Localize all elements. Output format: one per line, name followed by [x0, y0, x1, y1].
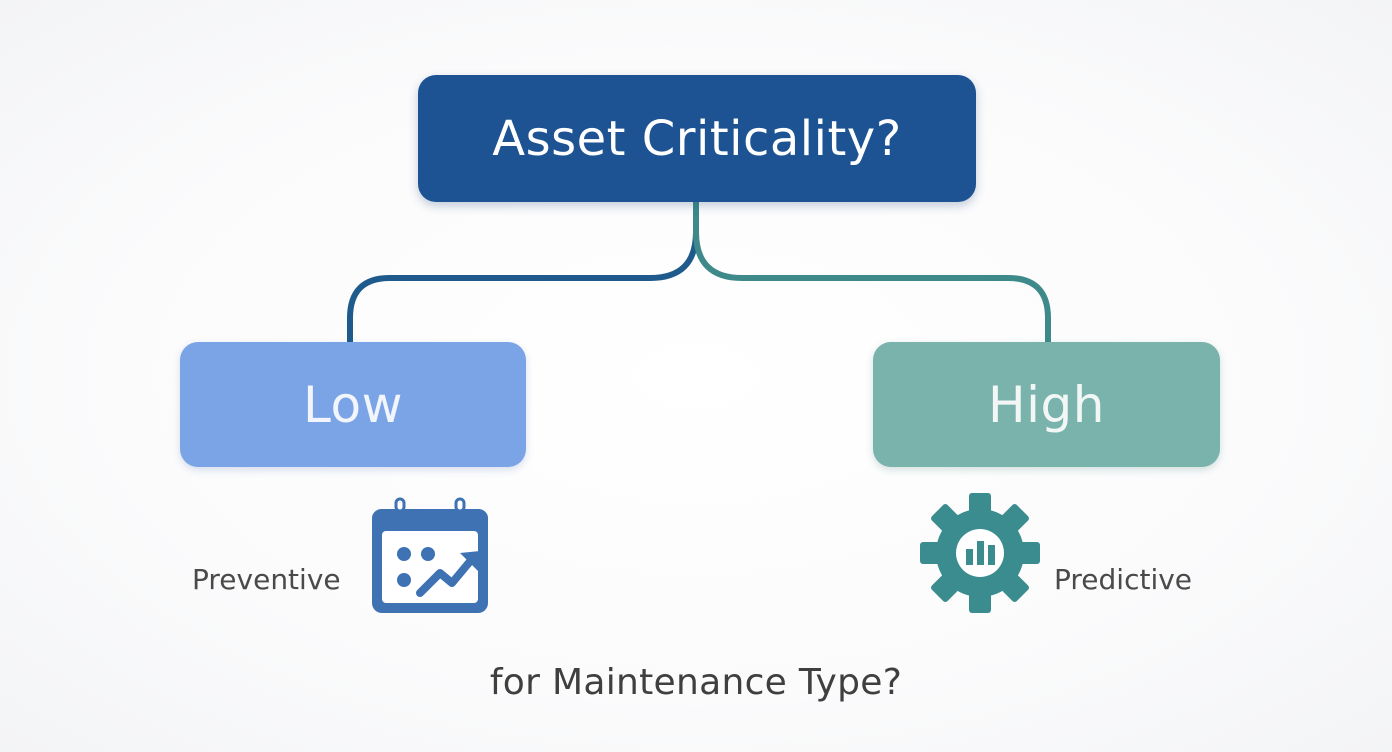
connector-left — [347, 199, 699, 345]
connector-right — [693, 199, 1051, 345]
root-node-asset-criticality: Asset Criticality? — [418, 75, 976, 202]
footer-caption: for Maintenance Type? — [489, 662, 903, 703]
branch-node-low: Low — [180, 342, 526, 467]
root-node-label: Asset Criticality? — [492, 110, 902, 167]
branch-node-high: High — [873, 342, 1220, 467]
gear-chart-icon — [920, 493, 1040, 613]
outcome-predictive-label: Predictive — [1054, 563, 1193, 596]
branch-low-label: Low — [303, 375, 403, 434]
outcome-preventive-label: Preventive — [192, 563, 341, 596]
branch-high-label: High — [988, 375, 1105, 434]
calendar-chart-icon — [372, 497, 488, 613]
